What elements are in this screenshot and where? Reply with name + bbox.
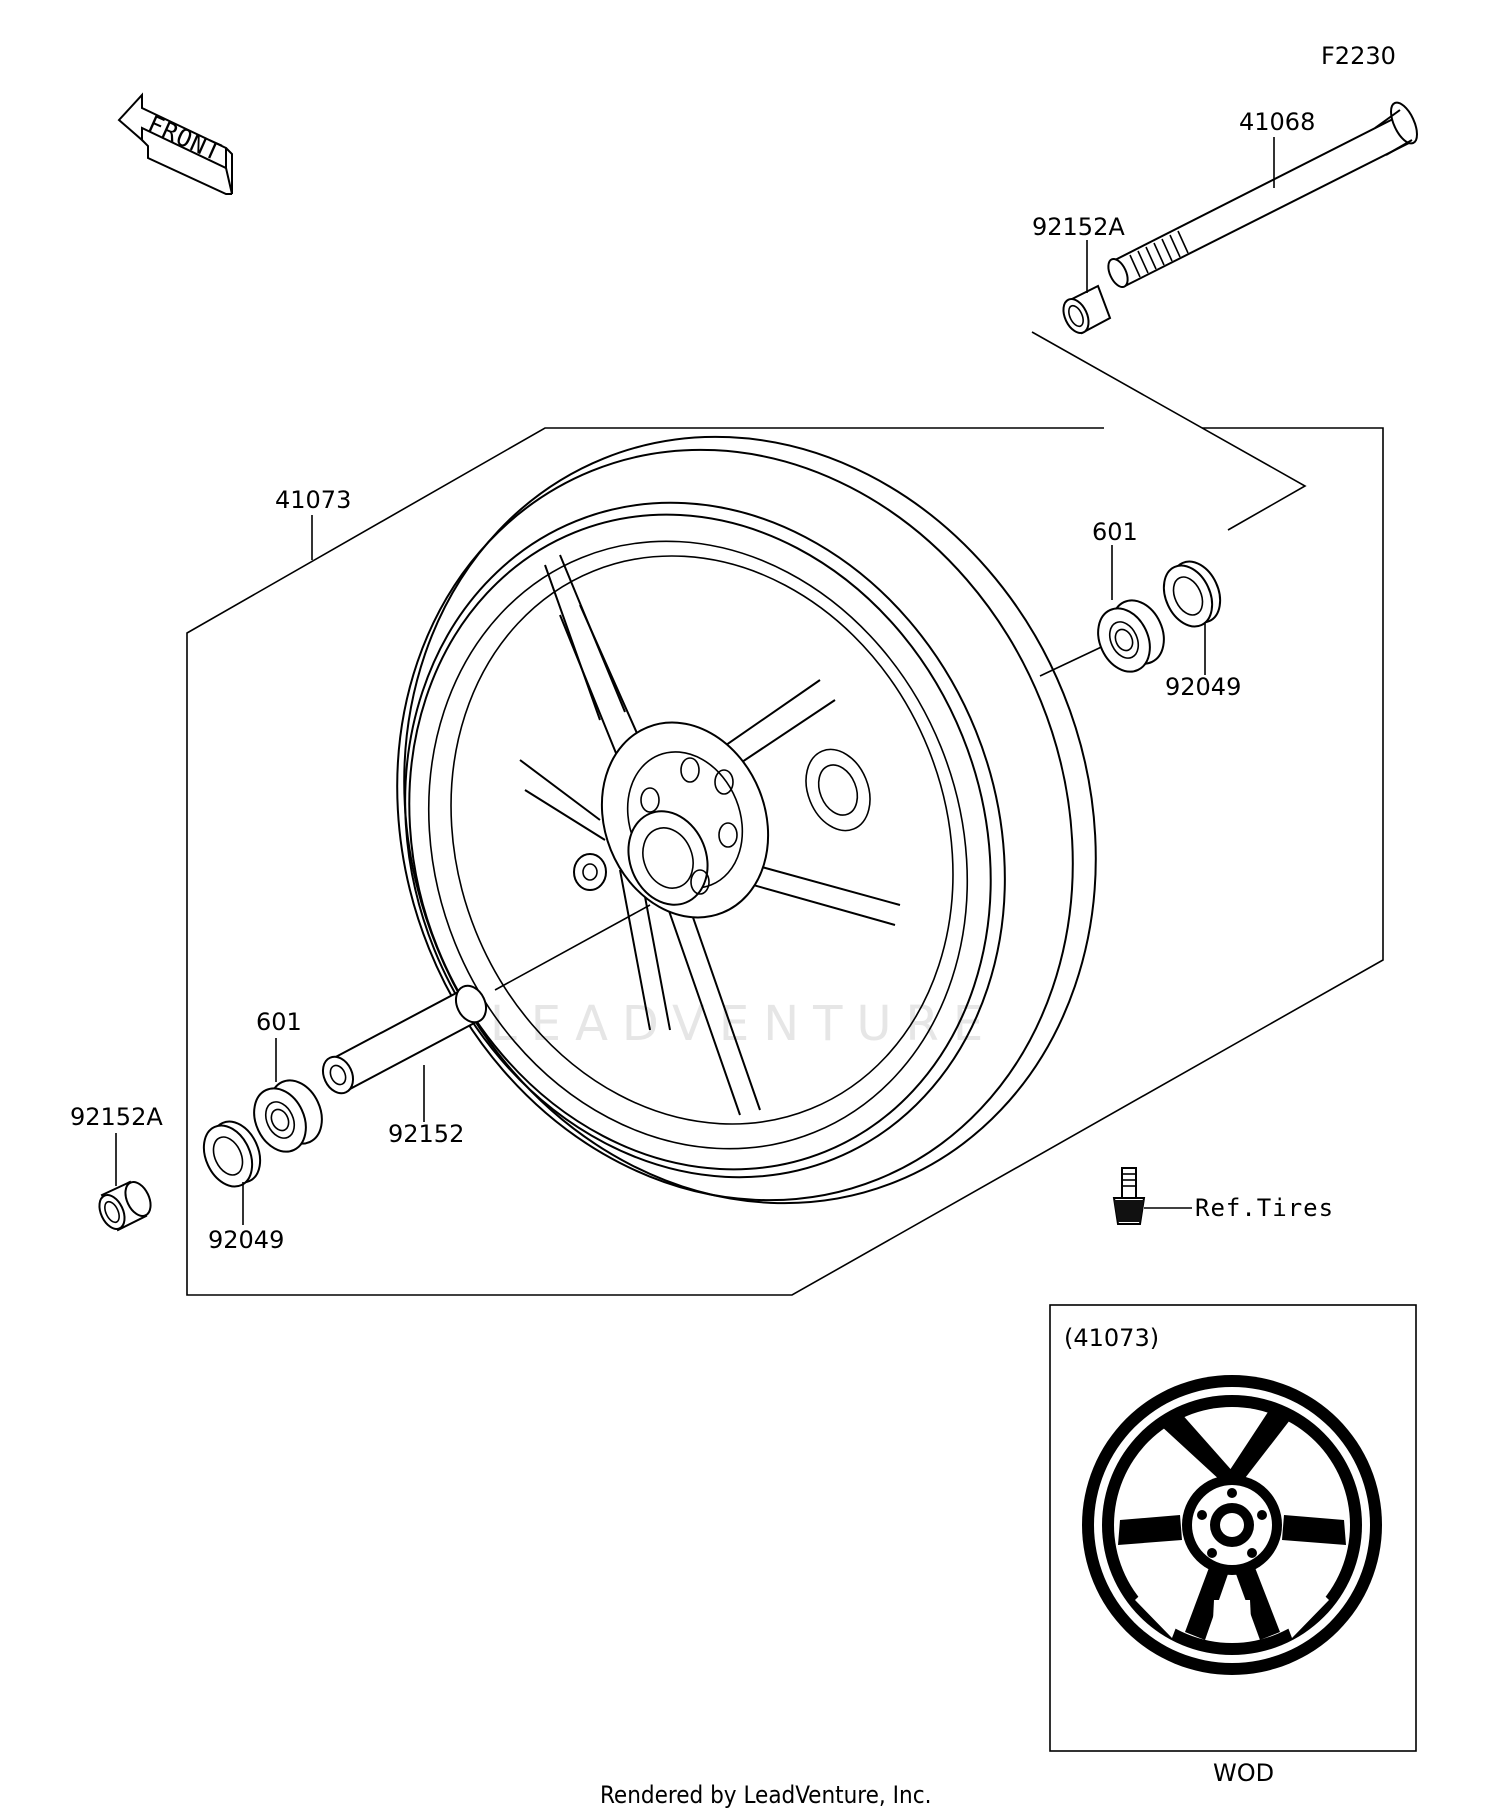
wheel-41073 — [311, 435, 1097, 1205]
valve-stem-icon — [1112, 1167, 1192, 1225]
front-arrow-icon: FRONT — [117, 92, 233, 195]
inset-title: (41073) — [1064, 1324, 1159, 1352]
bearing-right-601 — [1039, 545, 1165, 677]
collar-left-label: 92152A — [70, 1103, 163, 1131]
inset-panel: (41073) — [1049, 1304, 1417, 1787]
inset-caption: WOD — [1213, 1759, 1274, 1787]
seal-left-label: 92049 — [208, 1226, 284, 1254]
spacer-leader — [494, 904, 651, 991]
spacer-label: 92152 — [388, 1120, 464, 1148]
bearing-left-601 — [253, 1038, 323, 1153]
inset-wheel-icon — [1082, 1375, 1382, 1675]
figure-code: F2230 — [1321, 42, 1396, 70]
axle-label: 41068 — [1239, 108, 1315, 136]
front-label: FRONT — [144, 110, 226, 167]
seal-left-92049 — [202, 1120, 262, 1225]
bearing-right-label: 601 — [1092, 518, 1138, 546]
seal-right-label: 92049 — [1165, 673, 1241, 701]
assembly-outline — [186, 331, 1384, 1296]
collar-left-92152A — [98, 1133, 152, 1232]
axle-41068 — [1107, 101, 1418, 289]
valve-ref-label: Ref.Tires — [1195, 1194, 1334, 1222]
bearing-left-label: 601 — [256, 1008, 302, 1036]
spacer-92152 — [321, 984, 488, 1122]
collar-top-92152A — [1062, 240, 1112, 335]
seal-right-92049 — [1162, 560, 1222, 675]
collar-top-label: 92152A — [1032, 213, 1125, 241]
footer-credit: Rendered by LeadVenture, Inc. — [600, 1781, 931, 1809]
wheel-label: 41073 — [275, 486, 351, 514]
